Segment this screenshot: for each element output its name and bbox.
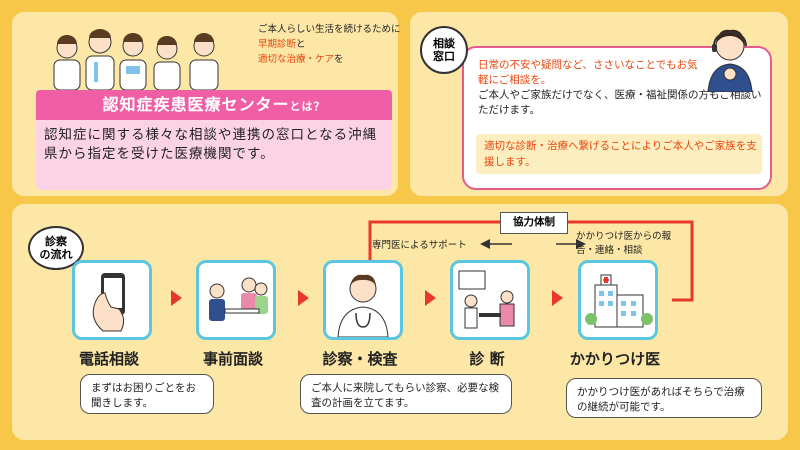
consult-tag: 相談窓口: [420, 26, 468, 74]
medical-staff-illustration: [53, 29, 219, 90]
early-diagnosis-highlight: 早期診断: [258, 39, 297, 50]
step-card-clinic: [578, 260, 658, 340]
consult-highlight: 適切な診断・治療へ繋げることによりご本人やご家族を支援します。: [484, 140, 757, 168]
diagnosis-icon: [458, 270, 515, 329]
bubble-exam: ご本人に来院してもらい診察、必要な検査の計画を立てます。: [300, 374, 512, 414]
care-highlight: 適切な治療・ケア: [258, 54, 335, 65]
step-card-interview: [196, 260, 276, 340]
support-label: 専門医によるサポート: [372, 240, 467, 251]
about-desc-box: [36, 120, 392, 190]
step-card-diagnosis: [450, 260, 530, 340]
step-label-diagnosis: 診 断: [469, 350, 505, 368]
step-card-exam: [323, 260, 403, 340]
about-note: ご本人らしい生活を続けるために早期診断と 適切な治療・ケアを: [258, 24, 401, 65]
flow-arrow-2: [298, 290, 309, 306]
cooperation-label: 協力体制: [500, 212, 568, 234]
flow-arrow-4: [552, 290, 563, 306]
step-label-interview: 事前面談: [202, 350, 263, 368]
consult-text-1: 日常の不安や疑問など、ささいなことでもお気軽にご相談を。: [478, 59, 698, 86]
interview-icon: [209, 277, 268, 321]
step-label-exam: 診察・検査: [322, 350, 398, 368]
flow-arrow-3: [425, 290, 436, 306]
flow-arrow-1: [171, 290, 182, 306]
doctor-icon: [337, 274, 389, 338]
step-card-phone: [72, 260, 152, 340]
about-description: 認知症に関する様々な相談や連携の窓口となる沖縄県から指定を受けた医療機関です。: [44, 127, 378, 162]
bubble-phone: まずはお困りごとをお聞きします。: [80, 374, 214, 414]
report-label: かかりつけ医からの報告・連絡・相談: [576, 231, 672, 256]
step-label-clinic: かかりつけ医: [569, 350, 661, 368]
about-title: 認知症疾患医療センターとは？: [36, 90, 392, 120]
bubble-clinic: かかりつけ医があればそちらで治療の継続が可能です。: [566, 378, 762, 418]
consult-highlight-box: [476, 134, 762, 174]
consult-text-2: ご本人やご家族だけでなく、医療・福祉関係の方もご相談いただけます。: [478, 89, 762, 116]
phone-icon: [92, 273, 125, 332]
operator-icon: [707, 29, 753, 92]
step-label-phone: 電話相談: [78, 350, 139, 368]
hospital-icon: [585, 274, 653, 328]
